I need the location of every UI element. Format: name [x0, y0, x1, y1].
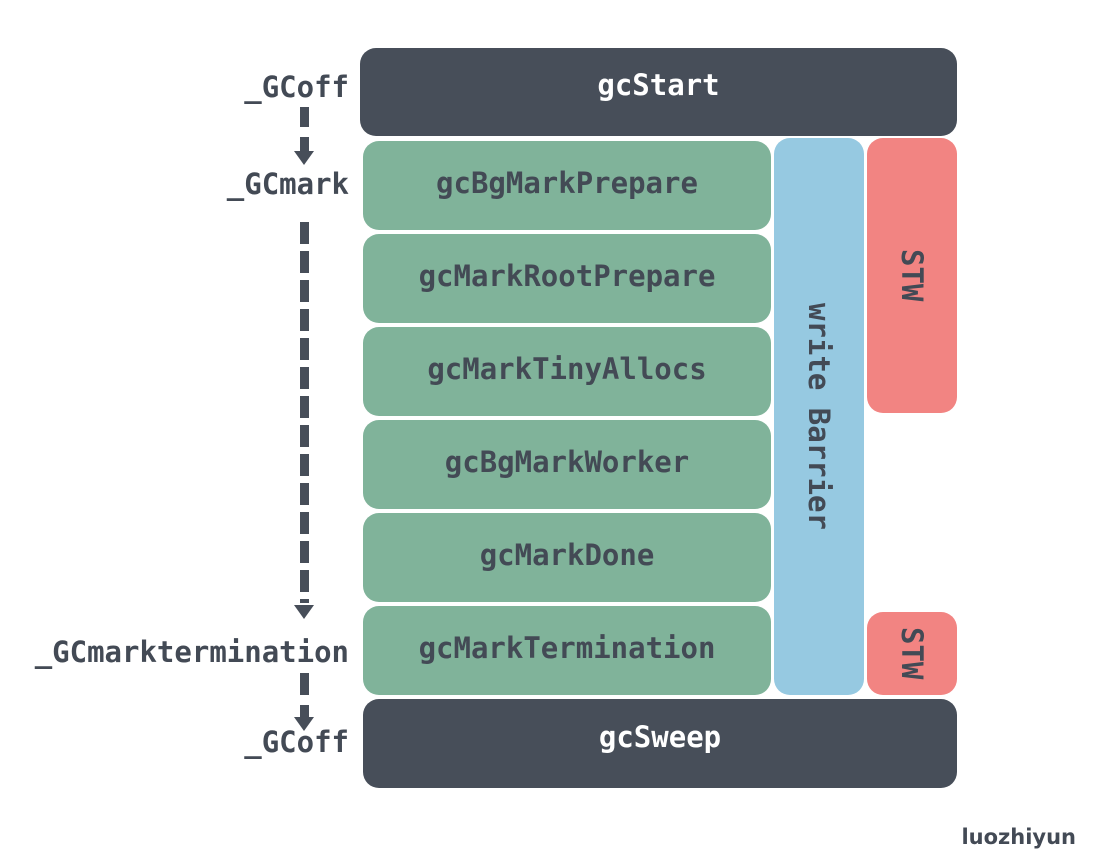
phase-gcsweep-label: gcSweep: [598, 719, 722, 754]
arrow-dash: [300, 309, 309, 331]
write-barrier-label: write Barrier: [802, 303, 836, 530]
step-gcmarkrootprepare: gcMarkRootPrepare: [363, 234, 771, 323]
arrow-dash: [300, 280, 309, 302]
author-credit: luozhiyun: [961, 825, 1076, 849]
arrow-dash: [300, 251, 309, 273]
step-label: gcMarkTinyAllocs: [427, 351, 707, 386]
step-label: gcMarkDone: [479, 537, 655, 572]
arrow-dash: [300, 454, 309, 476]
arrow-dash: [300, 483, 309, 505]
phase-gcsweep: gcSweep: [363, 699, 957, 788]
step-gcmarktermination: gcMarkTermination: [363, 606, 771, 695]
arrowhead-icon: [294, 605, 314, 619]
step-label: gcMarkRootPrepare: [418, 258, 716, 293]
step-label: gcMarkTermination: [418, 630, 716, 665]
arrow-dash: [300, 599, 309, 603]
stw-label: STW: [895, 627, 929, 680]
stw-block-mark-start: STW: [867, 138, 957, 413]
stw-label: STW: [895, 249, 929, 302]
stw-block-mark-termination: STW: [867, 612, 957, 695]
step-gcmarkdone: gcMarkDone: [363, 513, 771, 602]
state-label-gcoff-start: _GCoff: [244, 70, 349, 104]
arrow-dash: [300, 222, 309, 244]
step-gcbgmarkprepare: gcBgMarkPrepare: [363, 141, 771, 230]
state-label-gcmark: _GCmark: [226, 167, 349, 201]
step-gcmarktinyallocs: gcMarkTinyAllocs: [363, 327, 771, 416]
step-label: gcBgMarkWorker: [444, 444, 690, 479]
phase-gcstart-label: gcStart: [597, 68, 720, 102]
arrow-dash: [300, 425, 309, 447]
arrow-dash: [300, 396, 309, 418]
arrow-dash: [300, 570, 309, 592]
arrow-dash: [300, 541, 309, 563]
step-gcbgmarkworker: gcBgMarkWorker: [363, 420, 771, 509]
write-barrier-bar: write Barrier: [774, 138, 864, 695]
phase-gcstart: gcStart: [360, 48, 957, 136]
arrow-dash: [300, 338, 309, 360]
state-label-gcmarktermination: _GCmarktermination: [34, 635, 349, 669]
arrow-dash: [300, 512, 309, 534]
step-label: gcBgMarkPrepare: [436, 165, 698, 200]
arrow-dash: [300, 367, 309, 389]
